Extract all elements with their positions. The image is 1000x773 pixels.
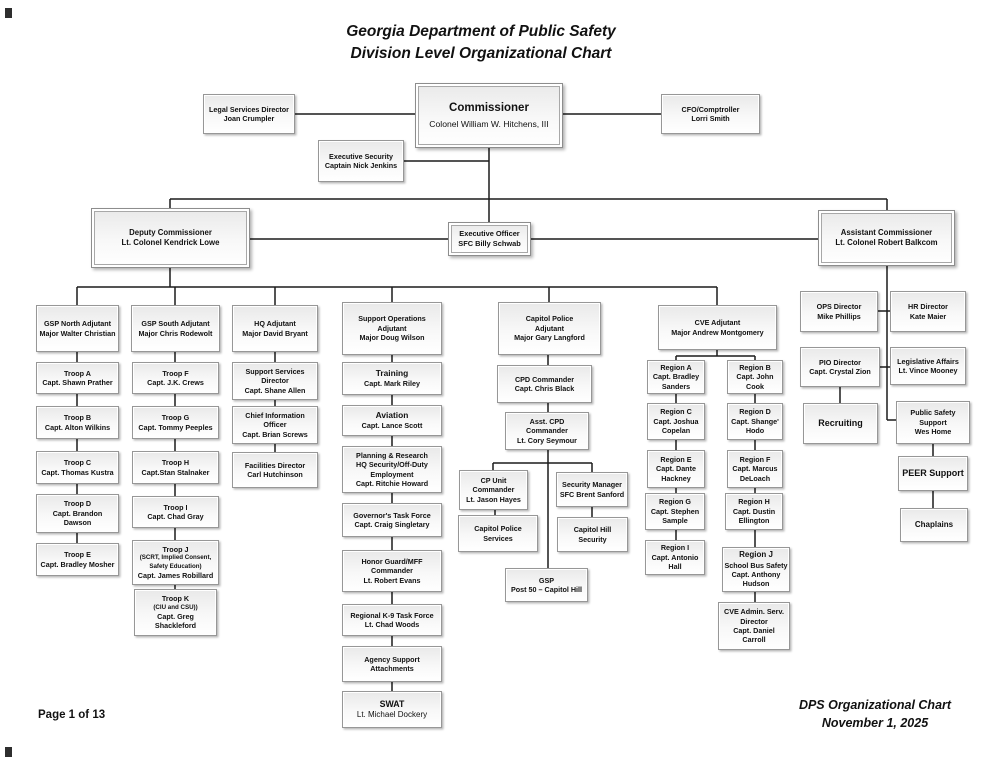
org-box-troop-j: Troop J(SCRT, Implied Consent,Safety Edu… (132, 540, 219, 585)
footer-doc-title: DPS Organizational Chart (798, 698, 952, 712)
page-title: Georgia Department of Public Safety Divi… (346, 21, 616, 66)
org-box-chaplains: Chaplains (900, 508, 968, 542)
org-box-peer-support: PEER Support (898, 456, 968, 491)
page-title-line2: Division Level Organizational Chart (350, 45, 612, 63)
scan-artifact-mark-bottom (5, 747, 12, 757)
page-title-line1: Georgia Department of Public Safety (346, 23, 616, 40)
footer-doc-date: November 1, 2025 (821, 715, 929, 730)
footer-doc-info: DPS Organizational Chart November 1, 202… (799, 697, 951, 732)
scan-artifact-mark-top (5, 8, 12, 18)
connector-path (76, 113, 934, 691)
org-box-recruiting: Recruiting (803, 403, 878, 444)
page-number: Page 1 of 13 (38, 709, 106, 721)
